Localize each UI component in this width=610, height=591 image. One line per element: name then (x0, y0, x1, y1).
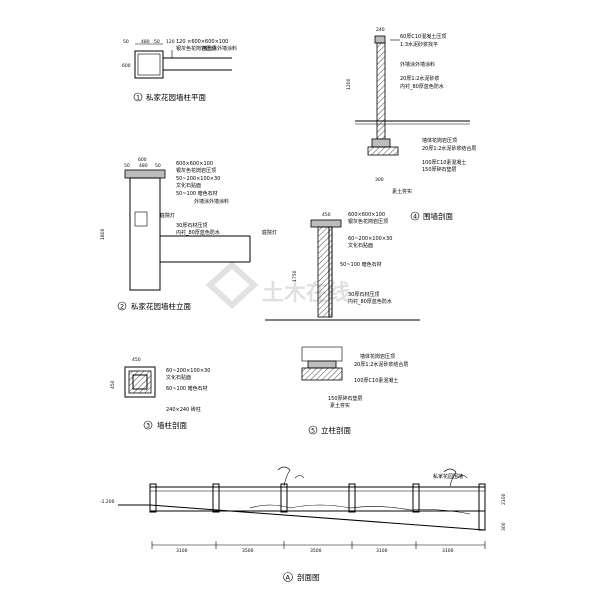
sec-level: -1.200 (100, 499, 115, 505)
column-section: 450 450 60~200×100×30 文化石贴面 60~100 暗色石材 … (110, 357, 210, 430)
wall-note-base3: 100厚C10素混凝土 (422, 159, 466, 166)
plan-note-finish: 银灰色花岗岩压顶 (176, 45, 216, 52)
elev-title: 私家花园墙柱立面 (131, 301, 191, 311)
span-2: 3500 (242, 548, 254, 554)
elev-dim-h: 1800 (100, 228, 106, 240)
post-note-base2: 20厚1:2水泥砂浆结合层 (354, 361, 408, 368)
elev-note-light: 庭院灯 (160, 212, 175, 219)
wall-note-base1: 墙体花岗岩压顶 (422, 137, 457, 144)
plan-view: 50 480 50 120 600 120 ×600×600×100 银灰色花岗… (122, 39, 237, 102)
wall-title-num: 4 (413, 213, 417, 221)
plan-dim-side: 600 (122, 63, 131, 69)
elev-dim-w2: 480 (139, 163, 148, 169)
post-note-cap2: 银灰色花岗岩压顶 (348, 218, 388, 225)
wall-note-ins: 内衬_80厚蓝色防水 (400, 83, 444, 90)
plan-dim-1: 50 (123, 39, 129, 45)
post-title-num: 5 (311, 427, 315, 435)
col-note-4: 240×240 砖柱 (166, 406, 201, 413)
wall-note-base4: 150厚碎石垫层 (422, 166, 457, 173)
long-section: 私家花园围墙 -1.200 2100 300 3100 3500 3500 31… (100, 466, 507, 582)
wall-note-brick: 20厚1:2水泥砂浆 (400, 75, 439, 82)
plan-title-num: 1 (136, 94, 140, 102)
elev-dim-w3: 50 (155, 163, 161, 169)
elev-dim-w1: 50 (124, 163, 130, 169)
post-note-base1: 墙体花岗岩压顶 (360, 353, 395, 360)
span-1: 3100 (176, 548, 188, 554)
sec-title-num: A (286, 574, 291, 582)
post-note-tile2: 文化石贴面 (348, 242, 373, 249)
post-note-ins: 内衬_80厚蓝色防水 (348, 298, 392, 305)
post-note-base3: 100厚C10素混凝土 (354, 377, 398, 384)
elev-note-cap2: 银灰色花岗岩压顶 (176, 167, 216, 174)
post-dim-h: 1750 (292, 270, 298, 282)
plan-dim-4: 120 (166, 39, 175, 45)
col-title: 墙柱剖面 (157, 420, 187, 430)
watermark-text: 土木在线 (262, 280, 350, 306)
wall-note-base5: 素土夯实 (392, 188, 412, 195)
col-dim-top: 450 (132, 357, 141, 363)
column-elevation: 600 50 480 50 1800 600×600×100 银灰色花岗岩压顶 … (100, 157, 251, 311)
col-dim-side: 450 (110, 380, 116, 389)
post-section: 450 1750 600×600×100 银灰色花岗岩压顶 60~200×100… (262, 212, 420, 435)
elev-title-num: 2 (120, 303, 124, 311)
sec-dim-h: 2100 (501, 493, 507, 505)
elev-note-tile: 50~200×100×30 (176, 176, 220, 182)
post-note-base4: 150厚碎石垫层 (328, 395, 363, 402)
wall-dim-base: 300 (375, 177, 384, 183)
post-note-tile: 60~200×100×30 (348, 236, 392, 242)
col-note-1: 60~200×100×30 (166, 368, 210, 374)
plan-note-top: 120 ×600×600×100 (176, 39, 228, 45)
sec-label: 私家花园围墙 (433, 473, 463, 480)
col-note-3: 60~100 暗色石材 (166, 385, 208, 392)
elev-dim-top: 600 (138, 157, 147, 163)
elev-note-paint: 外墙涂外墙涂料 (194, 198, 229, 205)
span-5: 3100 (442, 548, 454, 554)
elev-note-cap: 600×600×100 (176, 161, 213, 167)
wall-note-base2: 20厚1:2水泥砂浆结合层 (422, 145, 476, 152)
post-note-join: 30厚石材压顶 (348, 291, 379, 298)
plan-dim-2: 480 (141, 39, 150, 45)
elev-note-tile2: 文化石贴面 (176, 182, 201, 189)
span-4: 3100 (376, 548, 388, 554)
post-note-cap: 600×600×100 (348, 212, 385, 218)
post-note-block: 50~100 暗色石材 (340, 261, 382, 268)
wall-dim-top: 240 (376, 27, 385, 33)
span-3: 3500 (310, 548, 322, 554)
watermark: 土木在线 (205, 260, 350, 310)
col-title-num: 3 (146, 422, 150, 430)
post-note-base5: 素土夯实 (330, 402, 350, 409)
wall-title: 围墙剖面 (423, 211, 453, 221)
post-dim-top: 450 (322, 212, 331, 218)
col-note-2: 文化石贴面 (166, 374, 191, 381)
post-title: 立柱剖面 (321, 425, 351, 435)
wall-section: 240 1200 300 60厚C10混凝土压顶 1:3水泥砂浆找平 外墙涂外墙… (346, 27, 476, 221)
sec-title: 剖面图 (297, 572, 320, 582)
sec-dim-h2: 300 (501, 522, 507, 531)
elev-note-tile3: 50~100 暗色石材 (176, 190, 218, 197)
wall-dim-h: 1200 (346, 78, 352, 90)
plan-title: 私家花园墙柱平面 (146, 92, 206, 102)
plan-dim-3: 50 (154, 39, 160, 45)
plan-note-paint: 墙面涂外墙涂料 (202, 45, 237, 52)
wall-note-mix: 1:3水泥砂浆找平 (400, 41, 438, 48)
elev-note-ins: 内衬_80厚蓝色防水 (176, 229, 220, 236)
elev-note-join: 30厚石材压顶 (176, 222, 207, 229)
wall-note-paint: 外墙涂外墙涂料 (400, 61, 435, 68)
post-note-light: 庭院灯 (262, 229, 277, 236)
wall-note-cap: 60厚C10混凝土压顶 (400, 33, 446, 40)
